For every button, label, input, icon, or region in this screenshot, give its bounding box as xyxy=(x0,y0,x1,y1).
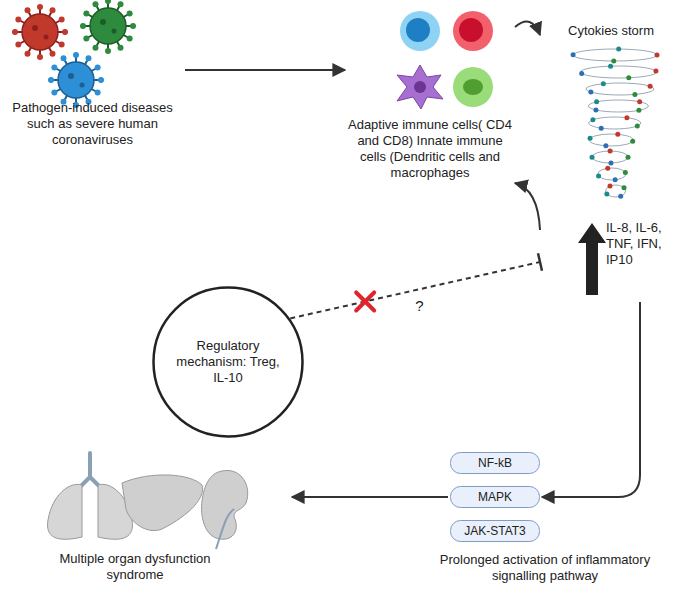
blocked-mark xyxy=(356,292,374,310)
connector-arrow xyxy=(292,496,448,498)
cytokine-storm-group: Cytokies stormIL-8, IL-6, TNF, IFN, IP10 xyxy=(540,15,679,300)
node-text: NF-kB xyxy=(450,455,540,471)
pathway-pill: MAPK xyxy=(450,486,540,508)
node-text: JAK-STAT3 xyxy=(450,523,540,539)
node-text: Multiple organ dysfunction syndrome xyxy=(30,551,240,583)
node-text: MAPK xyxy=(450,489,540,505)
immune-cell-group: Adaptive immune cells( CD4 and CD8) Inna… xyxy=(345,5,515,205)
node-text: IL-8, IL-6, TNF, IFN, IP10 xyxy=(606,220,674,268)
node-text: Cytokies storm xyxy=(552,23,670,39)
node-text: Regulatory mechanism: Treg, IL-10 xyxy=(168,338,288,386)
regulatory-circle: Regulatory mechanism: Treg, IL-10 xyxy=(152,286,304,438)
pathway-pill: NF-kB xyxy=(450,452,540,474)
node-text: Adaptive immune cells( CD4 and CD8) Inna… xyxy=(345,117,515,181)
pathway-pill: JAK-STAT3 xyxy=(450,520,540,542)
connector-arrow xyxy=(515,183,540,230)
connector-arrow xyxy=(515,22,540,35)
connector-arrow xyxy=(290,262,540,318)
inhibition-bar xyxy=(538,253,542,271)
connector-arrow xyxy=(185,69,345,71)
pathway-caption: Prolonged activation of inflammatory sig… xyxy=(432,552,658,584)
pathogen-group: Pathogen-induced diseases such as severe… xyxy=(0,0,185,160)
node-text: Pathogen-induced diseases such as severe… xyxy=(5,100,180,148)
organ-group: Multiple organ dysfunction syndrome xyxy=(30,445,290,597)
connector-arrow xyxy=(542,302,640,497)
edge-label: ? xyxy=(413,298,425,314)
